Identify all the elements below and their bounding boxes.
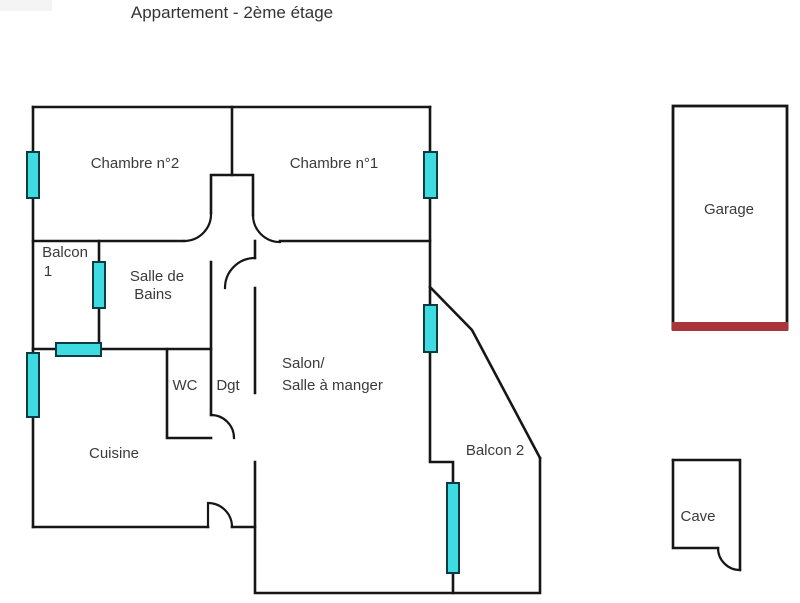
window-chambre1 <box>423 151 438 199</box>
label-cuisine: Cuisine <box>89 445 139 462</box>
label-sdb-line1: Salle de <box>130 268 184 285</box>
door-arc-wc <box>209 413 236 440</box>
label-balcon2: Balcon 2 <box>466 442 524 459</box>
label-balcon1-line2: 1 <box>44 263 52 280</box>
label-wc: WC <box>173 377 198 394</box>
plan-title: Appartement - 2ème étage <box>131 3 333 22</box>
door-arc-chambre2 <box>182 211 213 243</box>
window-cuisine-top <box>55 342 102 357</box>
label-salon-line1: Salon/ <box>282 355 325 372</box>
wall-corridor-mouth <box>209 173 255 217</box>
wall-balcon2-diagonal <box>428 285 542 460</box>
label-sdb-line2: Bains <box>134 286 172 303</box>
garage: Garage <box>671 104 789 331</box>
label-chambre2: Chambre n°2 <box>91 155 180 172</box>
cave-outline-right <box>671 458 742 572</box>
cave-outline-left <box>671 458 720 550</box>
garage-door <box>672 322 788 331</box>
label-chambre1: Chambre n°1 <box>290 155 379 172</box>
window-balcon2 <box>446 482 460 574</box>
window-cuisine-left <box>26 352 40 418</box>
door-arc-salon <box>223 256 257 290</box>
garage-label: Garage <box>704 201 754 218</box>
wall-wc <box>165 347 213 440</box>
label-salon-line2: Salle à manger <box>282 377 383 394</box>
window-balcon1 <box>92 261 106 309</box>
garage-outline <box>671 104 789 331</box>
door-arc-chambre1 <box>251 213 282 244</box>
scan-artifact <box>0 0 52 11</box>
cave: Cave <box>671 458 742 572</box>
room-labels: Chambre n°2 Chambre n°1 Balcon 1 Salle d… <box>42 155 524 462</box>
windows <box>26 151 460 574</box>
window-salon <box>423 304 438 353</box>
label-dgt: Dgt <box>216 377 240 394</box>
door-arc-cave <box>716 546 742 572</box>
label-balcon1-line1: Balcon <box>42 244 88 261</box>
apartment-walls <box>31 105 542 595</box>
cave-label: Cave <box>680 508 715 525</box>
door-arc-entry <box>206 501 234 529</box>
door-arcs <box>182 211 282 529</box>
wall-bottom <box>253 456 542 595</box>
window-chambre2 <box>26 151 40 199</box>
